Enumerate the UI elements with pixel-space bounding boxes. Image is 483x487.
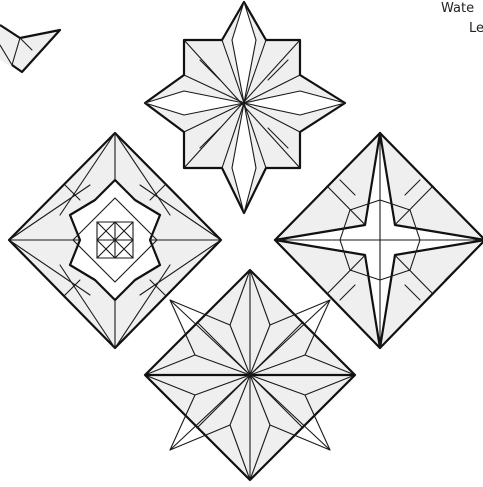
partial-fold-model [0, 25, 60, 72]
diamond-four-point-star-model [275, 133, 483, 348]
octagon-star-model [145, 2, 345, 213]
diamond-radiating-star-model [145, 270, 355, 480]
